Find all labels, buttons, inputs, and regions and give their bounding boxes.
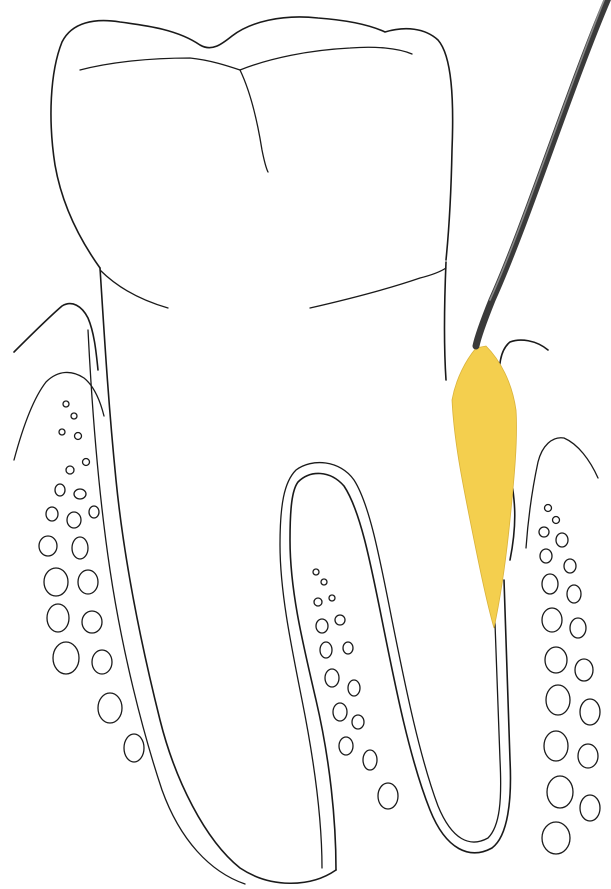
bone-pore	[545, 647, 567, 673]
bone-pore	[44, 568, 68, 596]
alveolar-bone-interradicular	[313, 569, 398, 809]
bone-pore	[567, 585, 581, 603]
bone-pore	[363, 750, 377, 770]
bone-pore	[539, 527, 549, 537]
bone-pore	[575, 659, 593, 681]
bone-pore	[343, 642, 353, 654]
bone-pore	[329, 595, 335, 601]
calculus-deposit	[452, 346, 517, 628]
gingiva-right-inner	[526, 438, 598, 548]
bone-pore	[316, 619, 328, 633]
bone-pore	[75, 433, 82, 440]
bone-pore	[378, 783, 398, 809]
bone-pore	[333, 703, 347, 721]
bone-pore	[313, 569, 319, 575]
bone-pore	[335, 615, 345, 625]
mesial-root-outer	[100, 268, 336, 883]
bone-pore	[325, 669, 339, 687]
bone-pore	[542, 574, 558, 594]
bone-pore	[339, 737, 353, 755]
bone-pore	[580, 699, 600, 725]
bone-pore	[74, 489, 86, 499]
gingiva-left-outline	[14, 304, 98, 370]
bone-pore	[348, 680, 360, 696]
root-surface-lining	[88, 330, 501, 884]
bone-pore	[578, 744, 598, 768]
bone-pore	[546, 685, 570, 715]
bone-pore	[352, 715, 364, 729]
bone-pore	[542, 822, 570, 854]
bone-pore	[89, 506, 99, 518]
bone-pore	[78, 570, 98, 594]
probe-shaft	[476, 0, 608, 346]
crown-fissure-left	[80, 58, 240, 70]
bone-pore	[553, 517, 560, 524]
bone-pore	[320, 642, 332, 658]
bone-pore	[92, 650, 112, 674]
bone-pore	[547, 776, 573, 808]
bone-pore	[71, 413, 77, 419]
bone-pore	[321, 579, 327, 585]
bone-pore	[540, 549, 552, 563]
bone-pore	[98, 693, 122, 723]
bone-pore	[314, 598, 322, 606]
bone-pore	[564, 559, 576, 573]
alveolar-bone-right	[539, 505, 600, 855]
bone-pore	[66, 466, 74, 474]
crown-cervical-line-left	[100, 270, 168, 308]
bone-pore	[544, 731, 568, 761]
bone-pore	[542, 608, 562, 632]
mesial-root-lining	[88, 330, 245, 884]
bone-pore	[67, 512, 81, 528]
bone-pore	[124, 734, 144, 762]
crown-outline	[51, 17, 453, 268]
crown-central-groove	[240, 70, 268, 172]
bone-pore	[55, 484, 65, 496]
bone-pore	[46, 507, 58, 521]
bone-pore	[545, 505, 552, 512]
gingiva-left-inner	[14, 372, 104, 460]
tooth-crown	[51, 17, 453, 308]
crown-fissure-right	[240, 47, 412, 70]
bone-pore	[82, 611, 102, 633]
distal-root-outer	[445, 262, 447, 380]
bone-pore	[570, 618, 586, 638]
bone-pore	[580, 795, 600, 821]
periodontal-probe	[476, 0, 608, 346]
bone-pore	[556, 533, 568, 547]
bone-pore	[53, 642, 79, 674]
crown-cervical-line-right	[310, 268, 446, 308]
bone-pore	[63, 401, 69, 407]
subgingival-calculus	[452, 346, 517, 628]
bone-pore	[72, 537, 88, 559]
bone-pore	[59, 429, 65, 435]
bone-pore	[83, 459, 90, 466]
bone-pore	[47, 604, 69, 632]
bone-pore	[39, 536, 57, 556]
alveolar-bone-left	[39, 401, 144, 762]
